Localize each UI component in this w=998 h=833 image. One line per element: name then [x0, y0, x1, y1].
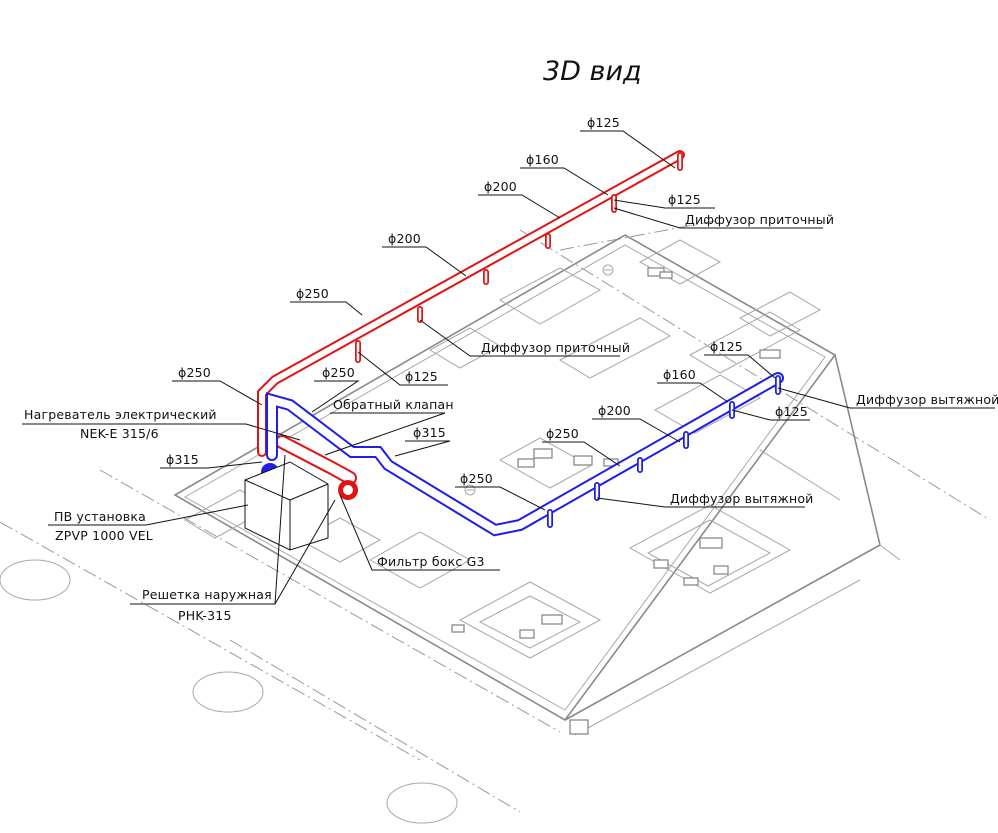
label-exhaust-diffuser-1: Диффузор вытяжной — [856, 392, 998, 407]
room-outline — [738, 291, 822, 337]
room-outline — [638, 239, 722, 285]
room-outline — [458, 581, 602, 659]
room-outline — [653, 374, 762, 434]
label-d250-left: ϕ250 — [178, 365, 211, 380]
label-d200-b: ϕ200 — [388, 231, 421, 246]
label-supply-diffuser-1: Диффузор приточный — [685, 212, 834, 227]
label-exh-d250-a: ϕ250 — [546, 426, 579, 441]
room-outline — [498, 437, 592, 489]
label-d160: ϕ160 — [526, 152, 559, 167]
label-grille-2: PHK-315 — [178, 608, 232, 623]
label-d315-left: ϕ315 — [166, 452, 199, 467]
floor-plan — [0, 219, 991, 824]
grid-axes — [0, 219, 991, 813]
room-outline — [628, 504, 792, 594]
room-outline — [368, 531, 472, 589]
exhaust-ductwork — [261, 372, 784, 537]
room-outline — [558, 317, 672, 379]
room-outline — [688, 311, 802, 374]
label-ahu-1: ПВ установка — [54, 509, 146, 524]
label-filter-box: Фильтр бокс G3 — [377, 554, 485, 569]
label-heater-2: NEK-E 315/6 — [80, 426, 159, 441]
room-outline — [428, 327, 502, 369]
room-outline — [498, 267, 602, 325]
label-heater-1: Нагреватель электрический — [24, 407, 217, 422]
axis-bubble-3 — [386, 782, 458, 824]
label-exhaust-diffuser-2: Диффузор вытяжной — [670, 491, 814, 506]
label-exh-d125-a: ϕ125 — [710, 339, 743, 354]
label-d250-mid: ϕ250 — [322, 365, 355, 380]
supply-ductwork — [257, 150, 685, 500]
label-d125-b: ϕ125 — [668, 192, 701, 207]
label-exh-d200: ϕ200 — [598, 403, 631, 418]
label-d200-a: ϕ200 — [484, 179, 517, 194]
label-d250: ϕ250 — [296, 286, 329, 301]
label-check-valve: Обратный клапан — [333, 397, 454, 412]
label-exh-d250-b: ϕ250 — [460, 471, 493, 486]
annotations: ϕ125 ϕ160 ϕ200 ϕ125 Диффузор приточный ϕ… — [22, 115, 998, 623]
diagram-title: 3D вид — [543, 56, 642, 87]
label-d315-right: ϕ315 — [413, 425, 446, 440]
inner-wall — [183, 244, 826, 711]
label-ahu-2: ZPVP 1000 VEL — [55, 528, 153, 543]
label-exh-d125-b: ϕ125 — [775, 404, 808, 419]
axis-bubble-1 — [0, 559, 71, 601]
room-outline — [478, 595, 582, 649]
label-d125-mid: ϕ125 — [405, 369, 438, 384]
label-exh-d160: ϕ160 — [663, 367, 696, 382]
axis-bubble-2 — [192, 671, 264, 713]
ahu-unit — [244, 461, 329, 551]
label-d125-top: ϕ125 — [587, 115, 620, 130]
room-outline — [646, 519, 772, 587]
label-grille-1: Решетка наружная — [142, 587, 272, 602]
label-supply-diffuser-2: Диффузор приточный — [481, 340, 630, 355]
